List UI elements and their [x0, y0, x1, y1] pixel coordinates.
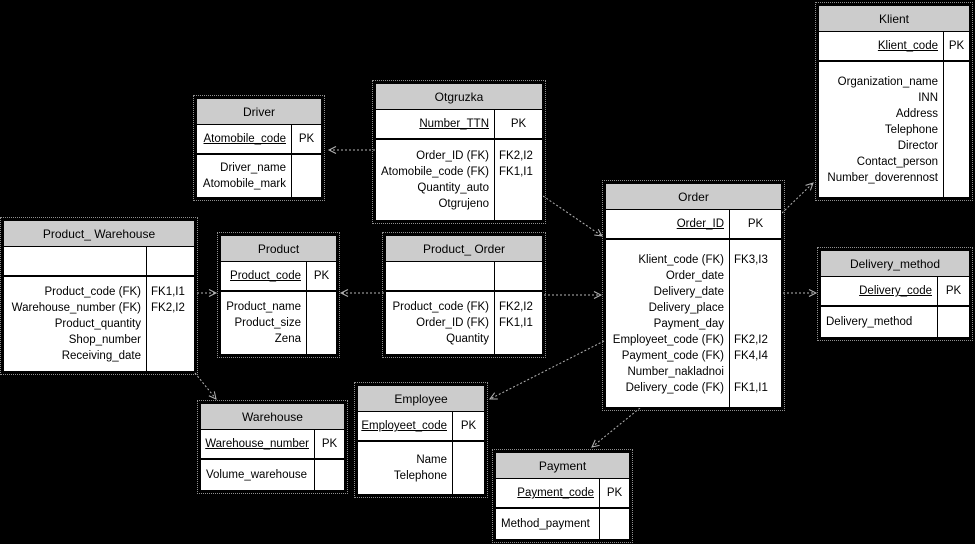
- pk-label: PK: [452, 412, 484, 440]
- attribute-list: Product_code (FK)Order_ID (FK)Quantity: [392, 301, 489, 345]
- entity-product-warehouse[interactable]: Product_ Warehouse Product_code (FK)Ware…: [0, 217, 198, 375]
- attribute-list: Volume_warehouse: [206, 469, 308, 481]
- pk-row: [386, 262, 542, 292]
- pk-attribute: Atomobile_code: [203, 133, 286, 145]
- pk-row: Warehouse_number PK: [201, 430, 344, 460]
- entity-title: Warehouse: [201, 404, 344, 430]
- relationship-order-employee: [489, 340, 605, 400]
- relationship-productwarehouse-warehouse: [194, 372, 217, 400]
- pk-attribute: Klient_code: [877, 40, 938, 52]
- pk-attribute: Delivery_code: [859, 285, 932, 297]
- fk-tag-list: [452, 442, 484, 494]
- entity-payment[interactable]: Payment Payment_code PK Method_payment: [492, 449, 633, 543]
- attribute-list: Method_payment: [501, 518, 590, 530]
- entity-title: Delivery_method: [821, 251, 969, 277]
- pk-row: Product_code PK: [221, 262, 336, 292]
- entity-title: Payment: [496, 453, 629, 479]
- pk-attribute: Warehouse_number: [205, 438, 309, 450]
- pk-row: Payment_code PK: [496, 479, 629, 509]
- fk-tag-list: [937, 307, 969, 337]
- fk-tag-list: [291, 155, 321, 197]
- pk-label: PK: [494, 110, 542, 138]
- attribute-list: Product_code (FK)Warehouse_number (FK)Pr…: [11, 286, 141, 362]
- entity-title: Klient: [819, 6, 969, 32]
- pk-row: Atomobile_code PK: [197, 125, 321, 155]
- pk-label: [494, 262, 542, 290]
- entity-otgruzka[interactable]: Otgruzka Number_TTN PK Order_ID (FK)Atom…: [372, 80, 546, 224]
- entity-title: Product_ Warehouse: [4, 221, 194, 247]
- pk-label: PK: [306, 262, 336, 290]
- fk-tag-list: [599, 509, 629, 539]
- entity-title: Order: [606, 184, 781, 210]
- entity-title: Product_ Order: [386, 236, 542, 262]
- pk-attribute: [386, 262, 494, 290]
- entity-delivery-method[interactable]: Delivery_method Delivery_code PK Deliver…: [817, 247, 973, 341]
- pk-row: [4, 247, 194, 277]
- entity-title: Product: [221, 236, 336, 262]
- pk-attribute: Number_TTN: [419, 118, 489, 130]
- entity-title: Otgruzka: [376, 84, 542, 110]
- pk-row: Number_TTN PK: [376, 110, 542, 140]
- pk-label: PK: [314, 430, 344, 458]
- pk-label: PK: [729, 210, 781, 238]
- fk-tag-list: [943, 62, 969, 197]
- fk-tag-list: [314, 460, 344, 490]
- pk-row: Klient_code PK: [819, 32, 969, 62]
- pk-attribute: Order_ID: [676, 218, 724, 230]
- entity-warehouse[interactable]: Warehouse Warehouse_number PK Volume_war…: [197, 400, 348, 494]
- pk-label: PK: [943, 32, 969, 60]
- pk-attribute: Employeet_code: [361, 420, 447, 432]
- entity-title: Driver: [197, 99, 321, 125]
- pk-row: Order_ID PK: [606, 210, 781, 240]
- entity-order[interactable]: Order Order_ID PK Klient_code (FK)Order_…: [602, 180, 785, 411]
- pk-label: PK: [937, 277, 969, 305]
- pk-attribute: Product_code: [230, 270, 301, 282]
- entity-product-order[interactable]: Product_ Order Product_code (FK)Order_ID…: [382, 232, 546, 358]
- relationship-order-payment: [591, 407, 641, 448]
- pk-label: PK: [291, 125, 321, 153]
- pk-label: PK: [599, 479, 629, 507]
- pk-attribute: Payment_code: [517, 487, 594, 499]
- relationship-otgruzka-order: [542, 195, 603, 237]
- attribute-list: Delivery_method: [826, 316, 913, 328]
- pk-attribute: [4, 247, 146, 275]
- fk-tag-list: [306, 292, 336, 354]
- pk-row: Employeet_code PK: [358, 412, 484, 442]
- entity-title: Employee: [358, 386, 484, 412]
- relationship-order-klient: [781, 182, 814, 214]
- pk-row: Delivery_code PK: [821, 277, 969, 307]
- attribute-list: Order_ID (FK)Atomobile_code (FK)Quantity…: [380, 150, 489, 210]
- pk-label: [146, 247, 194, 275]
